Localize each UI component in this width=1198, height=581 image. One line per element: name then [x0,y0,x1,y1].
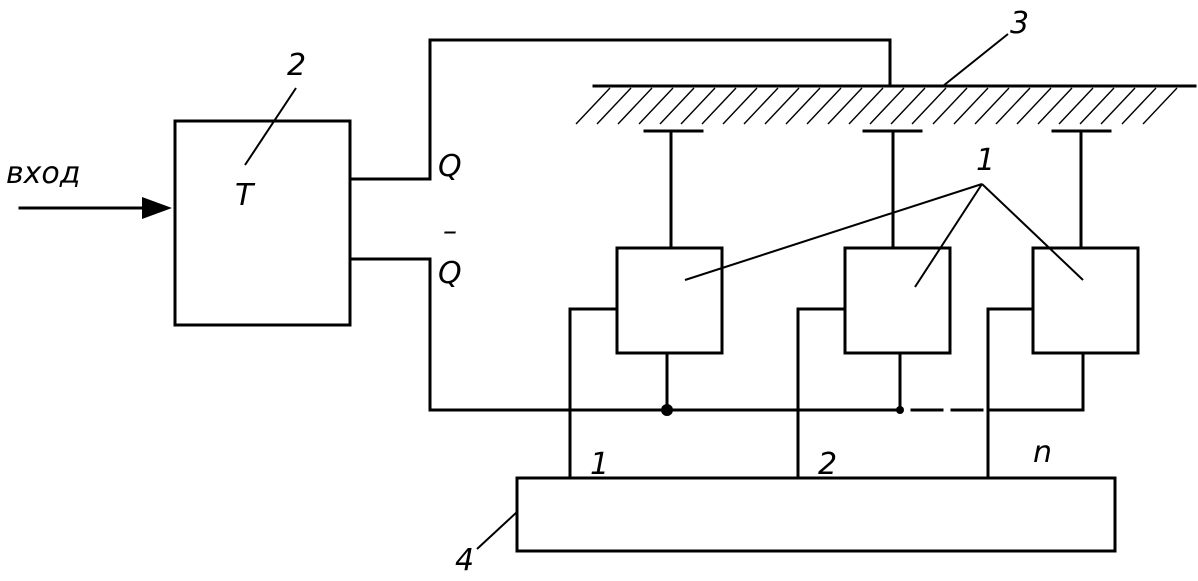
ground-leader [942,33,1009,87]
junction-dot [896,406,904,414]
hatch-stroke [932,87,968,125]
hatch-stroke [995,87,1031,125]
element-number: 1 [976,143,995,178]
hatch-stroke [974,87,1010,125]
hatch-stroke [1100,87,1136,125]
register-number: 4 [455,543,474,578]
register-input-1: 1 [590,447,609,482]
hatch-stroke [659,87,695,125]
hatch-stroke [596,87,632,125]
hatch-stroke [1037,87,1073,125]
element-n [986,129,1140,480]
hatch-stroke [806,87,842,125]
q-output-wire [348,38,892,181]
trigger-block [173,119,352,327]
element-leaders [684,183,1084,288]
hatch-stroke [911,87,947,125]
junction-dot [661,404,673,416]
hatch-stroke [680,87,716,125]
ground-number: 3 [1010,6,1029,41]
hatch-stroke [722,87,758,125]
hatch-stroke [743,87,779,125]
hatch-stroke [1079,87,1115,125]
hatch-stroke [701,87,737,125]
element-2 [796,129,952,480]
hatch-stroke [575,87,611,125]
hatch-stroke [827,87,863,125]
register-input-n: n [1033,435,1052,470]
trigger-symbol: T [235,178,256,213]
hatch-stroke [1121,87,1157,125]
q-bar-overline: – [443,214,457,247]
hatch-stroke [638,87,674,125]
register-leader [476,511,518,550]
hatch-stroke [617,87,653,125]
ground-hatching [575,87,1178,125]
hatch-stroke [1142,87,1178,125]
input-label: вход [6,156,81,191]
hatch-stroke [953,87,989,125]
trigger-leader [244,87,297,166]
ground-line [575,84,1197,125]
hatch-stroke [1058,87,1094,125]
hatch-stroke [869,87,905,125]
hatch-stroke [785,87,821,125]
trigger-number: 2 [287,48,306,83]
q-label: Q [438,149,462,184]
hatch-stroke [1016,87,1052,125]
hatch-stroke [764,87,800,125]
q-bar-label: Q [438,256,462,291]
element-1 [568,129,724,480]
register-input-2: 2 [818,447,837,482]
input-arrow [18,197,172,219]
register-block [515,476,1117,553]
hatch-stroke [848,87,884,125]
hatch-stroke [890,87,926,125]
